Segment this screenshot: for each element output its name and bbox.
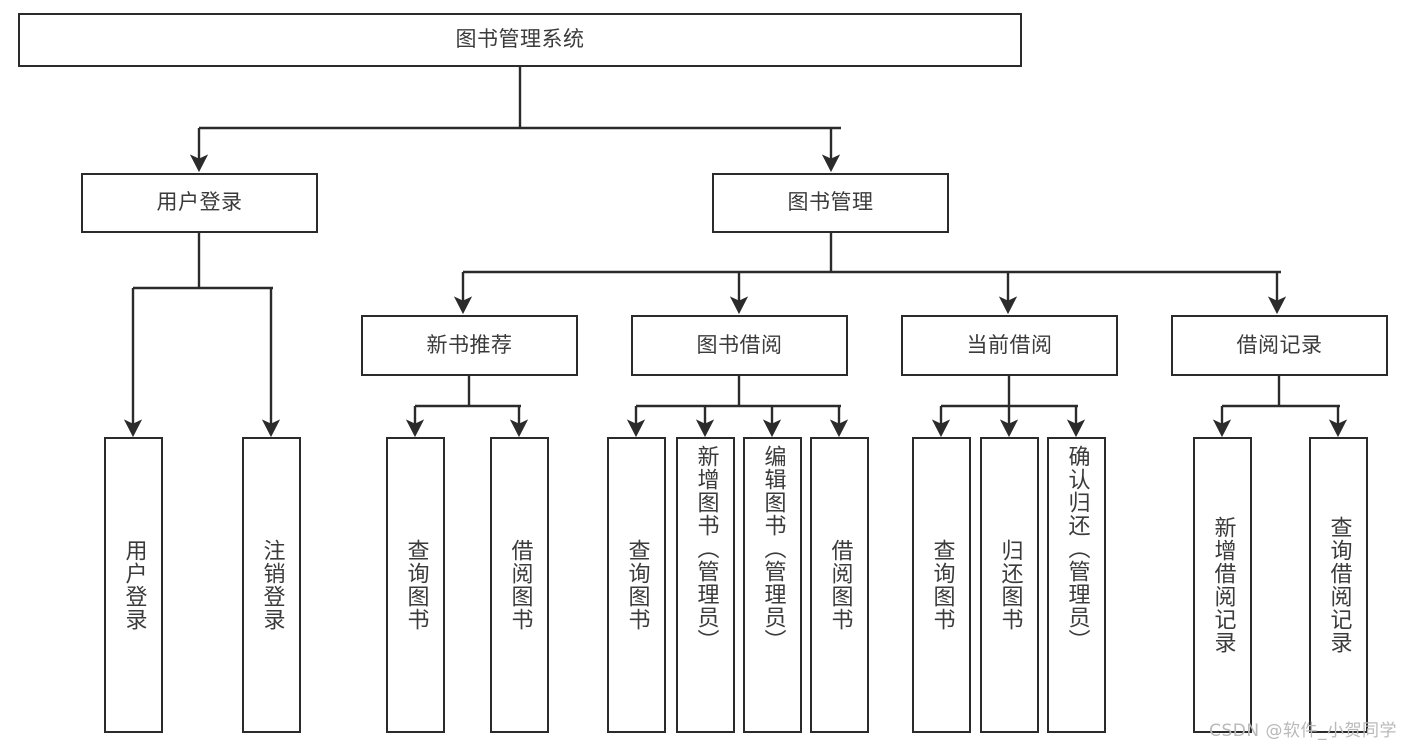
node-book-borrow-label: 图书借阅	[696, 332, 783, 357]
node-leaf-query-book-2[interactable]: 查询图书	[607, 437, 666, 733]
node-leaf-query-book-1[interactable]: 查询图书	[386, 437, 445, 733]
node-current-borrow[interactable]: 当前借阅	[901, 315, 1118, 376]
node-new-book-rec[interactable]: 新书推荐	[361, 315, 578, 376]
node-leaf-borrow-book-2[interactable]: 借阅图书	[810, 437, 869, 733]
node-leaf-user-login[interactable]: 用户登录	[104, 437, 163, 733]
node-leaf-query-book-1-label: 查询图书	[403, 539, 429, 631]
node-book-manage-label: 图书管理	[787, 190, 874, 215]
node-leaf-add-record[interactable]: 新增借阅记录	[1193, 437, 1252, 733]
node-new-book-rec-label: 新书推荐	[426, 332, 513, 357]
node-leaf-query-record[interactable]: 查询借阅记录	[1309, 437, 1368, 733]
node-leaf-query-record-label: 查询借阅记录	[1326, 516, 1352, 654]
node-leaf-user-logout-label: 注销登录	[259, 539, 285, 631]
node-leaf-borrow-book-1[interactable]: 借阅图书	[490, 437, 549, 733]
node-leaf-add-book-label: 新增图书（管理员）	[693, 445, 719, 652]
node-leaf-query-book-3-label: 查询图书	[929, 539, 955, 631]
node-leaf-borrow-book-2-label: 借阅图书	[827, 539, 853, 631]
node-root-system[interactable]: 图书管理系统	[18, 13, 1022, 67]
node-leaf-add-book[interactable]: 新增图书（管理员）	[676, 437, 735, 733]
node-leaf-confirm-return-label: 确认归还（管理员）	[1064, 445, 1090, 652]
node-leaf-confirm-return[interactable]: 确认归还（管理员）	[1047, 437, 1106, 733]
node-book-manage[interactable]: 图书管理	[712, 173, 949, 233]
node-leaf-edit-book[interactable]: 编辑图书（管理员）	[743, 437, 802, 733]
node-leaf-query-book-3[interactable]: 查询图书	[912, 437, 971, 733]
node-leaf-return-book[interactable]: 归还图书	[980, 437, 1039, 733]
node-borrow-record-label: 借阅记录	[1236, 332, 1323, 357]
node-current-borrow-label: 当前借阅	[966, 332, 1053, 357]
node-leaf-add-record-label: 新增借阅记录	[1210, 516, 1236, 654]
node-leaf-return-book-label: 归还图书	[997, 539, 1023, 631]
node-leaf-edit-book-label: 编辑图书（管理员）	[760, 445, 786, 652]
node-leaf-borrow-book-1-label: 借阅图书	[507, 539, 533, 631]
node-user-login-label: 用户登录	[156, 190, 243, 215]
node-borrow-record[interactable]: 借阅记录	[1171, 315, 1388, 376]
node-root-system-label: 图书管理系统	[455, 27, 585, 52]
node-leaf-query-book-2-label: 查询图书	[624, 539, 650, 631]
node-leaf-user-login-label: 用户登录	[121, 539, 147, 631]
node-book-borrow[interactable]: 图书借阅	[631, 315, 848, 376]
node-leaf-user-logout[interactable]: 注销登录	[242, 437, 301, 733]
node-user-login[interactable]: 用户登录	[81, 173, 318, 233]
